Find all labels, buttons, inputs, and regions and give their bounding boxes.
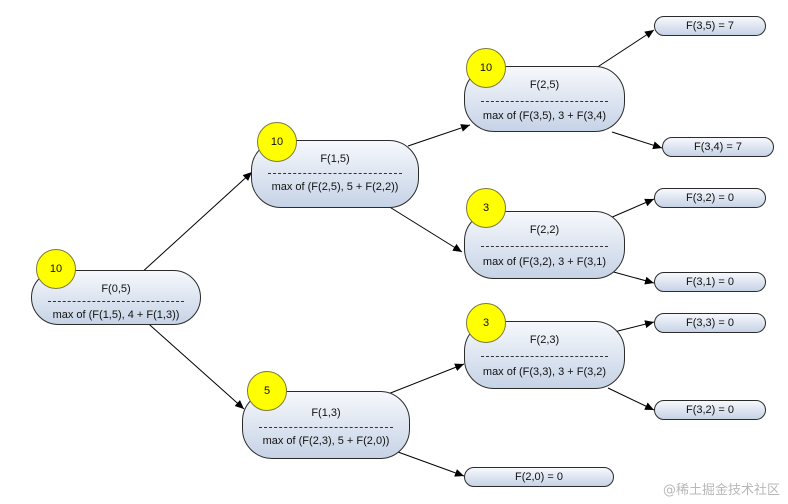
leaf-f20: F(2,0) = 0 [464, 467, 614, 487]
node-expression: max of (F(2,5), 5 + F(2,2)) [271, 181, 399, 193]
leaf-f35: F(3,5) = 7 [654, 16, 766, 36]
leaf-f32-lower: F(3,2) = 0 [654, 400, 766, 420]
node-expression: max of (F(3,5), 3 + F(3,4) [482, 110, 607, 122]
node-separator [259, 427, 393, 428]
node-separator [268, 173, 402, 174]
node-expression: max of (F(1,5), 4 + F(1,3)) [52, 309, 180, 321]
value-badge-f22: 3 [466, 188, 506, 228]
leaf-f32-upper: F(3,2) = 0 [654, 188, 766, 208]
leaf-f33: F(3,3) = 0 [654, 313, 766, 333]
edge-f22-to-f31 [609, 270, 655, 285]
node-title: F(2,2) [529, 224, 560, 236]
watermark: @稀土掘金技术社区 [662, 483, 780, 498]
node-expression: max of (F(2,3), 5 + F(2,0)) [262, 435, 390, 447]
node-title: F(1,3) [311, 407, 341, 419]
node-title: F(2,3) [529, 334, 560, 346]
value-badge-f25: 10 [466, 48, 506, 88]
node-separator [481, 356, 608, 357]
node-title: F(1,5) [320, 153, 350, 165]
edge-f25-to-f34 [611, 131, 663, 150]
node-title: F(2,5) [529, 79, 560, 91]
edge-f15-to-f25 [407, 124, 471, 147]
leaf-f34: F(3,4) = 7 [662, 137, 774, 157]
edge-f15-to-f22 [387, 205, 463, 253]
node-expression: max of (F(3,2), 3 + F(3,1) [482, 256, 607, 268]
edge-f13-to-f20 [397, 451, 465, 477]
edge-f22-to-f32a [609, 198, 655, 219]
node-f25: F(2,5) max of (F(3,5), 3 + F(3,4) [464, 66, 625, 132]
edge-f23-to-f32b [607, 387, 655, 411]
edge-f13-to-f23 [387, 363, 465, 395]
value-badge-f05: 10 [36, 249, 76, 289]
node-f22: F(2,2) max of (F(3,2), 3 + F(3,1) [464, 211, 625, 279]
edge-root-to-f15 [139, 171, 253, 275]
node-separator [48, 301, 184, 302]
value-badge-f23: 3 [466, 303, 506, 343]
node-expression: max of (F(3,3), 3 + F(3,2) [482, 366, 607, 378]
leaf-f31: F(3,1) = 0 [654, 272, 766, 292]
value-badge-f13: 5 [247, 371, 287, 411]
value-badge-f15: 10 [257, 122, 297, 162]
node-separator [481, 246, 608, 247]
node-separator [481, 101, 608, 102]
edge-root-to-f13 [141, 317, 245, 410]
node-title: F(0,5) [101, 283, 131, 295]
edge-f25-to-f35 [595, 29, 655, 69]
